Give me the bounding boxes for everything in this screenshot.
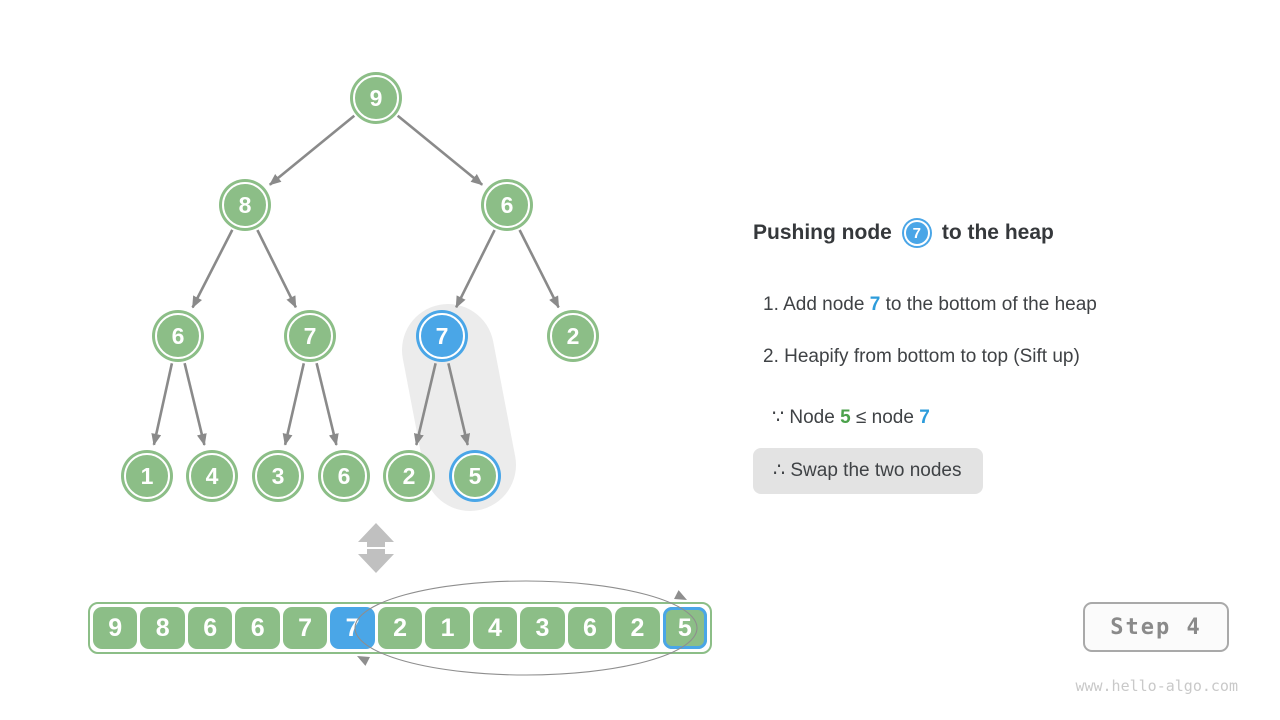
tree-edge-2-5	[455, 229, 496, 309]
tree-node-3-value-6: 6	[155, 313, 201, 359]
array-cell-12-value-5: 5	[662, 607, 708, 649]
tree-edge-5-12	[447, 363, 471, 446]
title-prefix: Pushing node	[753, 221, 892, 244]
array-cell-5-value-7: 7	[330, 607, 375, 649]
figure-title: Pushing node 7 to the heap	[753, 212, 1054, 254]
tree-edge-4-9	[282, 363, 306, 446]
array-cell-3-value-6: 6	[235, 607, 280, 649]
step-1-node-value: 7	[869, 294, 881, 315]
tree-node-11-value-2: 2	[386, 453, 432, 499]
tree-edge-0-2	[396, 114, 484, 186]
title-suffix: to the heap	[941, 221, 1054, 244]
because-operator: ≤ node	[855, 407, 914, 428]
step-badge-label: Step 4	[1110, 614, 1202, 640]
because-text: ∵ Node	[772, 407, 835, 428]
tree-node-9-value-3: 3	[255, 453, 301, 499]
array-cell-2-value-6: 6	[187, 607, 233, 649]
tree-edge-1-4	[256, 229, 297, 309]
node-7-badge-value: 7	[912, 224, 921, 242]
tree-edge-2-6	[518, 229, 560, 309]
instruction-step-1: 1. Add node 7 to the bottom of the heap	[763, 294, 1097, 316]
step-1-text-cont: to the bottom of the heap	[885, 294, 1097, 315]
tree-node-5-value-7: 7	[419, 313, 465, 359]
watermark: www.hello-algo.com	[1075, 677, 1238, 695]
tree-edge-1-3	[191, 229, 234, 309]
tree-edge-3-7	[151, 363, 174, 446]
tree-node-8-value-4: 4	[189, 453, 235, 499]
array-cell-11-value-2: 2	[615, 607, 660, 649]
instruction-step-2: 2. Heapify from bottom to top (Sift up)	[763, 346, 1080, 368]
tree-node-0-value-9: 9	[353, 75, 399, 121]
double-vertical-arrow-icon	[358, 549, 394, 573]
because-node-7: 7	[919, 407, 930, 428]
double-vertical-arrow-icon	[358, 523, 394, 547]
because-condition: ∵ Node 5 ≤ node 7	[772, 406, 930, 429]
step-1-text: 1. Add node	[763, 294, 865, 315]
tree-node-12-value-5: 5	[452, 453, 498, 499]
tree-edge-4-10	[315, 362, 339, 446]
tree-edge-3-8	[183, 362, 207, 446]
array-cell-7-value-1: 1	[425, 607, 470, 649]
tree-node-10-value-6: 6	[321, 453, 367, 499]
array-cell-4-value-7: 7	[282, 607, 328, 649]
tree-node-6-value-2: 2	[550, 313, 596, 359]
array-cell-6-value-2: 2	[377, 607, 423, 649]
sift-up-highlight-capsule	[402, 304, 516, 511]
array-cell-1-value-8: 8	[140, 607, 185, 649]
array-cell-9-value-3: 3	[520, 607, 565, 649]
array-cell-0-value-9: 9	[93, 607, 138, 649]
tree-node-2-value-6: 6	[484, 182, 530, 228]
therefore-action: ∴ Swap the two nodes	[753, 448, 984, 494]
tree-node-7-value-1: 1	[124, 453, 170, 499]
because-node-5: 5	[840, 407, 851, 428]
tree-edge-5-11	[413, 363, 437, 446]
tree-edges	[151, 114, 560, 446]
step-badge: Step 4	[1083, 602, 1229, 652]
tree-node-4-value-7: 7	[287, 313, 333, 359]
therefore-text: ∴ Swap the two nodes	[773, 460, 962, 481]
step-2-text: 2. Heapify from bottom to top (Sift up)	[763, 346, 1080, 367]
node-7-badge: 7	[903, 220, 930, 246]
array-cell-8-value-4: 4	[472, 607, 518, 649]
tree-edge-0-1	[268, 114, 356, 186]
tree-node-1-value-8: 8	[222, 182, 268, 228]
array-cell-10-value-6: 6	[567, 607, 613, 649]
